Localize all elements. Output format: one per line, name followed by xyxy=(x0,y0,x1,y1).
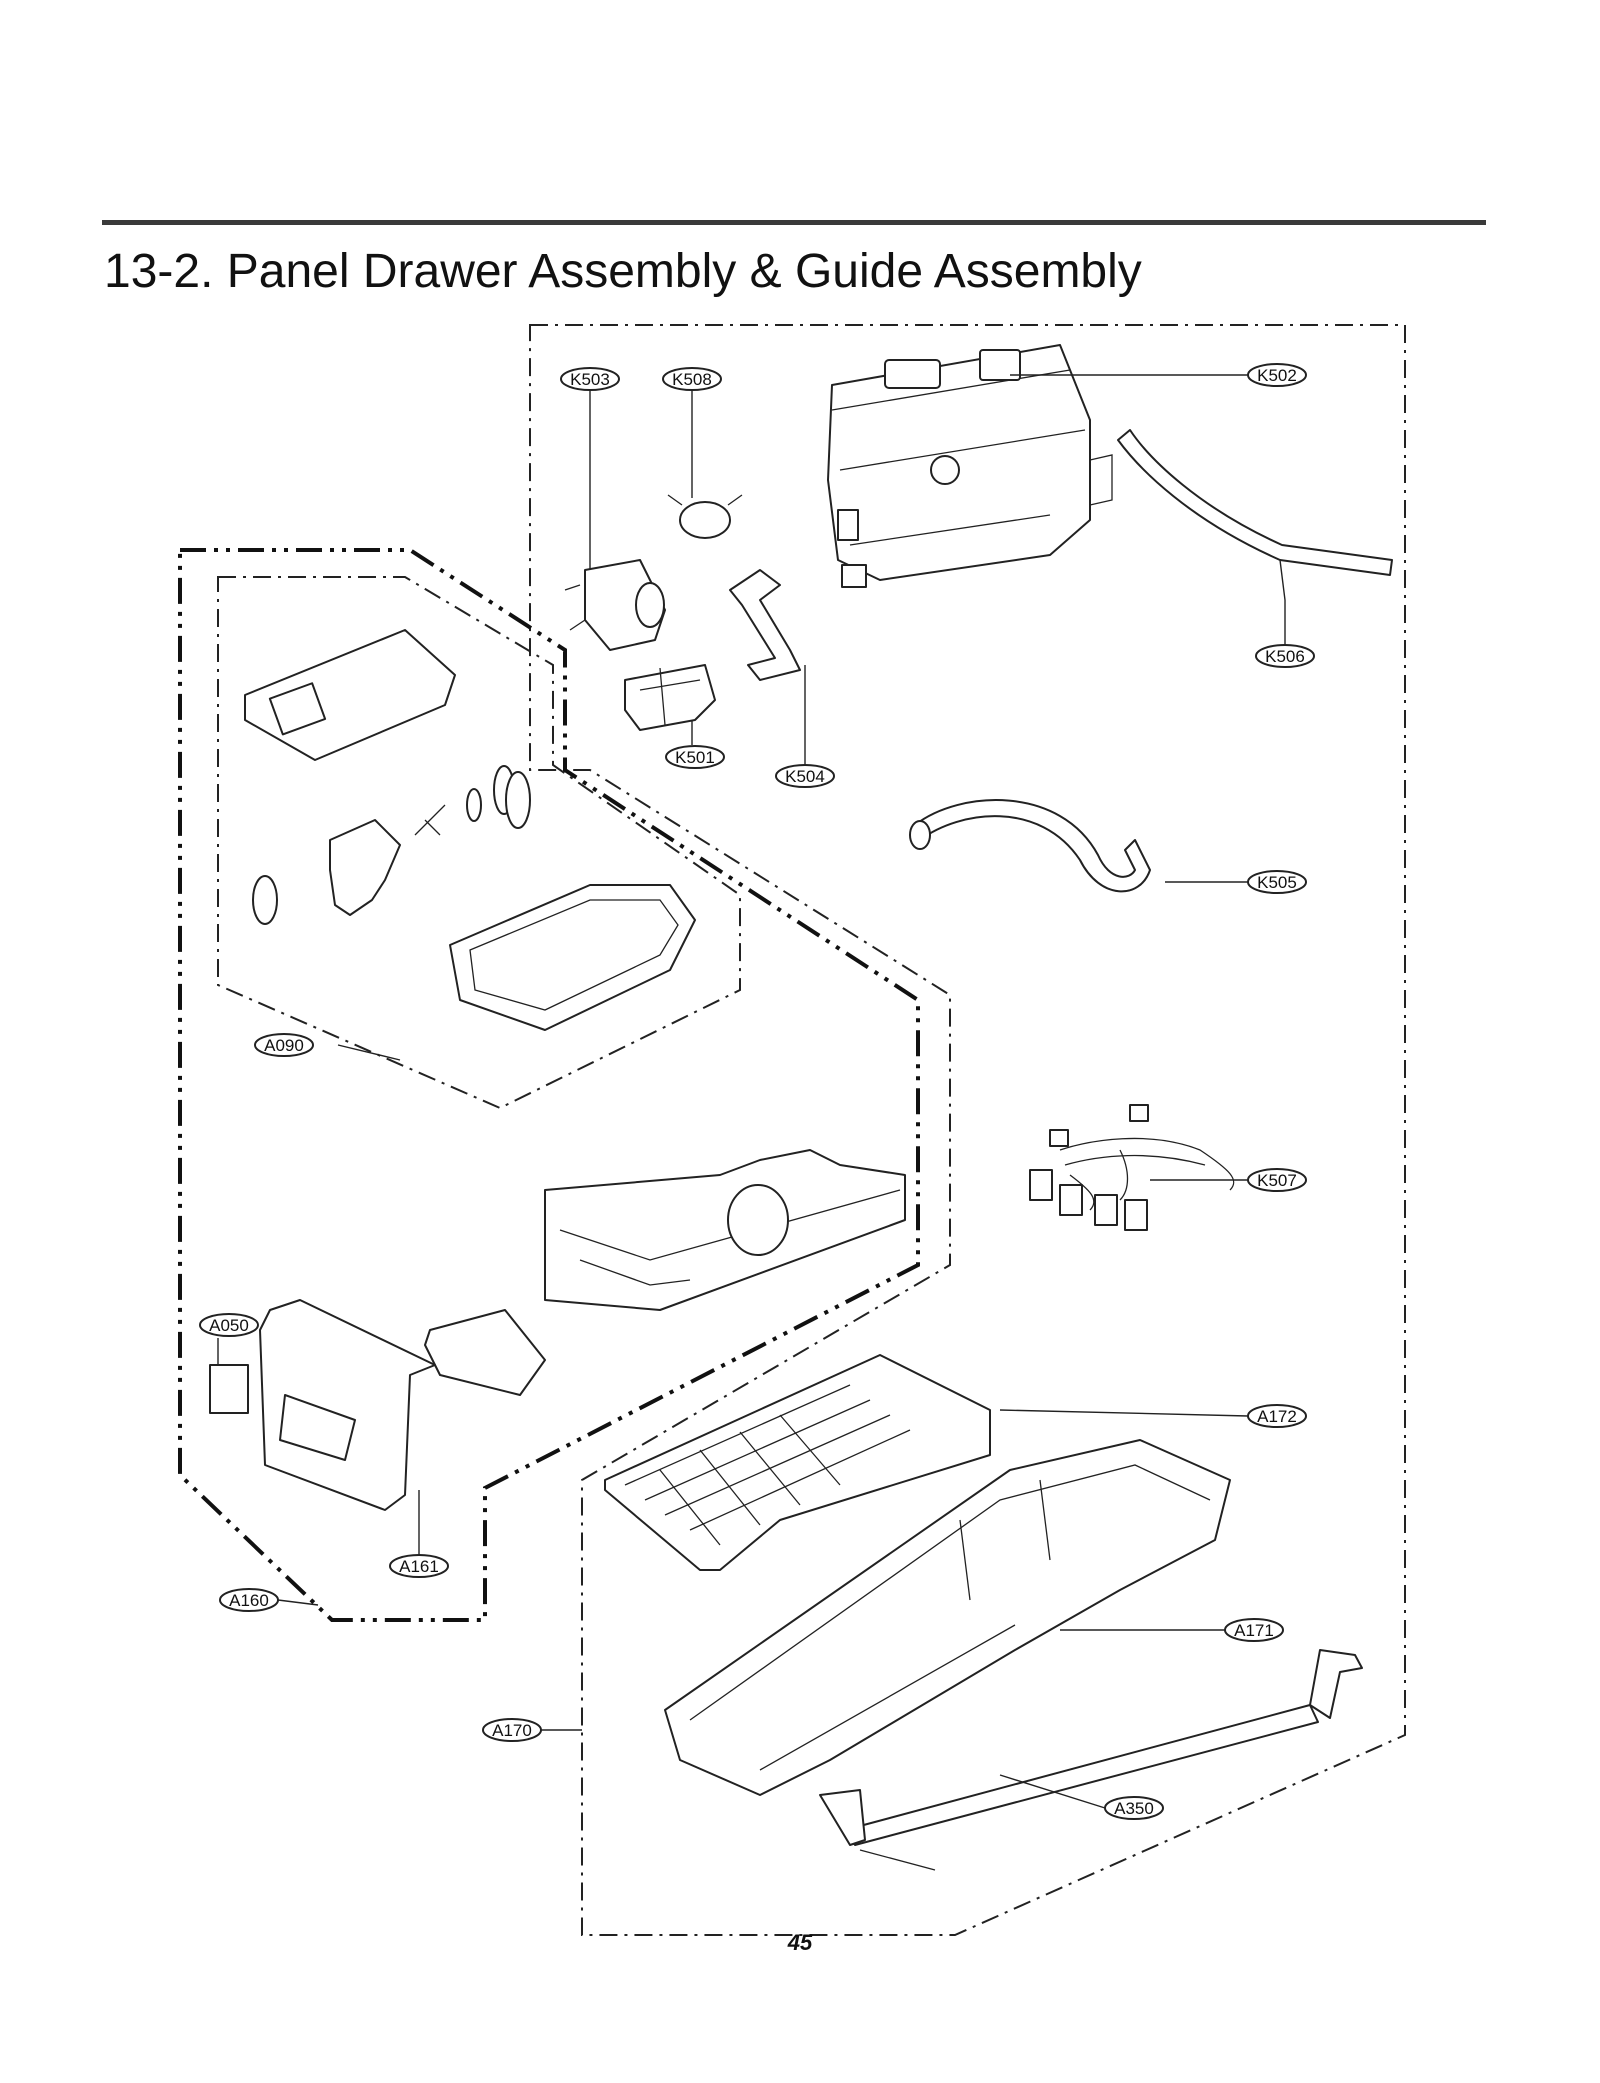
part-a090-cover-window xyxy=(268,682,327,736)
callout-a170: A170 xyxy=(482,1718,542,1742)
callout-a050-label: A050 xyxy=(209,1316,249,1335)
callout-k501-label: K501 xyxy=(675,748,715,767)
callout-k503: K503 xyxy=(560,367,620,391)
part-k506-hose xyxy=(1117,429,1393,576)
callout-a161-label: A161 xyxy=(399,1557,439,1576)
callout-k507-label: K507 xyxy=(1257,1171,1297,1190)
part-k505-hose-end xyxy=(909,820,931,850)
callout-a090: A090 xyxy=(254,1033,314,1057)
part-a161-slot xyxy=(279,1394,356,1461)
callout-k508: K508 xyxy=(662,367,722,391)
part-a090-tray-inner xyxy=(469,899,679,1011)
header-rule xyxy=(102,220,1486,225)
boundary-drawer-assembly xyxy=(178,548,920,1622)
part-k501-bracket xyxy=(624,664,716,731)
page-number: 45 xyxy=(787,1930,813,1955)
callout-k501: K501 xyxy=(665,745,725,769)
callout-a171-label: A171 xyxy=(1234,1621,1274,1640)
callout-k506-label: K506 xyxy=(1265,647,1305,666)
callout-k507: K507 xyxy=(1247,1168,1307,1192)
boundary-a090 xyxy=(217,576,741,1110)
part-k505-hose xyxy=(914,799,1151,893)
part-k502-housing xyxy=(827,344,1113,588)
part-a090-ring xyxy=(252,875,278,925)
part-drawer-bracket xyxy=(424,1309,546,1396)
leader-lines xyxy=(217,374,1286,1809)
callout-a170-label: A170 xyxy=(492,1721,532,1740)
callout-a160-label: A160 xyxy=(229,1591,269,1610)
part-a090-siphon xyxy=(329,819,401,916)
callout-k503-label: K503 xyxy=(570,370,610,389)
page-title: 13-2. Panel Drawer Assembly & Guide Asse… xyxy=(104,245,1142,298)
callout-a172-label: A172 xyxy=(1257,1407,1297,1426)
callout-k505-label: K505 xyxy=(1257,873,1297,892)
part-a090-ring-4 xyxy=(505,771,531,829)
part-a090-tray xyxy=(449,884,696,1031)
callout-a160: A160 xyxy=(219,1588,279,1612)
part-a161-panel xyxy=(259,1299,436,1511)
callout-a171: A171 xyxy=(1224,1618,1284,1642)
part-a090-ring-2 xyxy=(466,788,482,822)
callout-k505: K505 xyxy=(1247,870,1307,894)
part-k507-harness xyxy=(1029,1104,1235,1231)
callout-a090-label: A090 xyxy=(264,1036,304,1055)
part-a171-housing xyxy=(664,1439,1231,1796)
callout-k504: K504 xyxy=(775,764,835,788)
part-a090-stem xyxy=(414,804,446,836)
boundary-valve-group xyxy=(529,324,1406,1936)
callout-k504-label: K504 xyxy=(785,767,825,786)
part-k503-valve xyxy=(564,559,666,651)
callout-k506: K506 xyxy=(1255,644,1315,668)
callout-k502-label: K502 xyxy=(1257,366,1297,385)
callout-a350: A350 xyxy=(1104,1796,1164,1820)
part-k508-clip xyxy=(667,494,743,539)
part-a172-grid xyxy=(604,1354,991,1571)
part-a050-badge xyxy=(209,1364,249,1414)
part-drawer-body xyxy=(544,1149,906,1311)
callout-k502: K502 xyxy=(1247,363,1307,387)
part-a090-cover xyxy=(244,629,456,761)
part-k504-elbow xyxy=(729,569,801,681)
callout-k508-label: K508 xyxy=(672,370,712,389)
callout-a161: A161 xyxy=(389,1554,449,1578)
callout-a350-label: A350 xyxy=(1114,1799,1154,1818)
callout-a172: A172 xyxy=(1247,1404,1307,1428)
part-a350-rail xyxy=(819,1649,1363,1871)
callout-a050: A050 xyxy=(199,1313,259,1337)
